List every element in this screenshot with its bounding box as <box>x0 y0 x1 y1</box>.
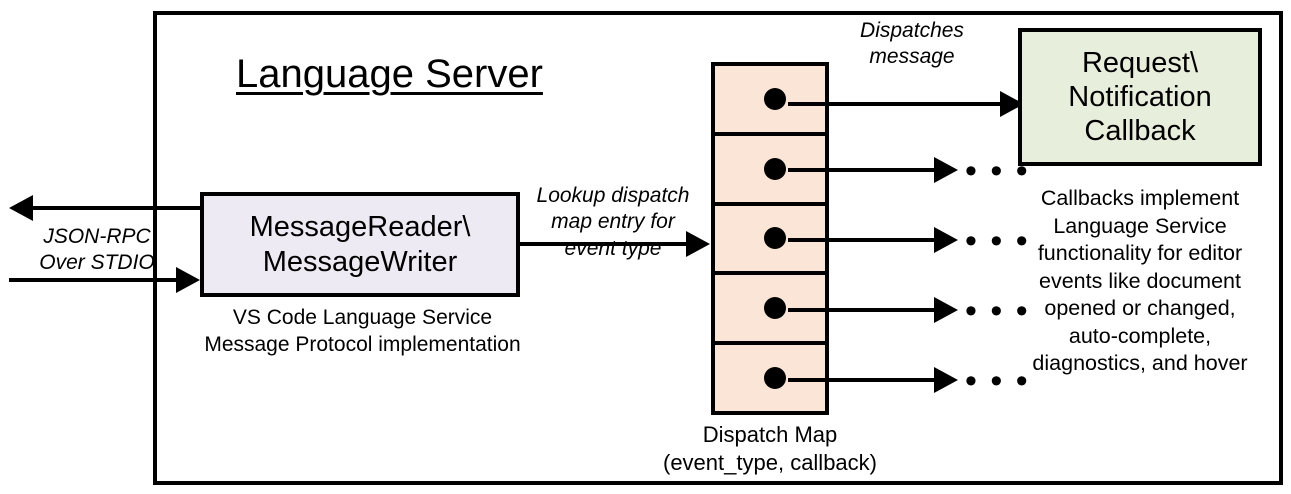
callback-caption-line-5: opened or changed, <box>1044 296 1236 321</box>
dispatch-row-3-ellipsis: • • • <box>965 222 1030 260</box>
message-reader-title-line-2: MessageWriter <box>262 245 458 278</box>
message-reader-title-line-1: MessageReader\ <box>249 211 471 244</box>
dispatch-map-caption-line-2: (event_type, callback) <box>663 450 877 476</box>
callback-caption-line-7: diagnostics, and hover <box>1032 351 1248 376</box>
message-reader-writer-box[interactable]: MessageReader\ MessageWriter <box>200 192 520 297</box>
callback-title-line-2: Notification <box>1068 80 1212 113</box>
dispatch-entry-dot-icon <box>764 157 786 180</box>
jsonrpc-channel-label: JSON-RPC Over STDIO <box>22 224 172 277</box>
lookup-edge-label: Lookup dispatch map entry for event type <box>518 183 708 262</box>
dispatch-row-3-edge-line <box>788 238 940 242</box>
callback-caption: Callbacks implement Language Service fun… <box>1005 185 1275 378</box>
dispatches-label-line-1: Dispatches <box>860 19 964 42</box>
callback-title-line-1: Request\ <box>1081 46 1199 79</box>
jsonrpc-label-line-2: Over STDIO <box>39 251 155 275</box>
page-title: Language Server <box>236 52 543 96</box>
dispatch-map-table[interactable] <box>711 62 829 415</box>
callback-caption-line-6: auto-complete, <box>1068 323 1212 348</box>
callback-caption-line-1: Callbacks implement <box>1040 186 1240 210</box>
message-reader-writer-title: MessageReader\ MessageWriter <box>250 210 471 278</box>
dispatch-row-5-ellipsis: • • • <box>965 362 1030 400</box>
outbound-rpc-line <box>33 206 218 210</box>
callback-caption-line-3: functionality for editor <box>1037 241 1243 266</box>
lookup-edge-line <box>520 242 687 246</box>
dispatch-entry-dot-icon <box>764 367 786 390</box>
inbound-rpc-arrowhead <box>176 267 200 293</box>
callback-title-line-3: Callback <box>1084 115 1196 148</box>
dispatch-row-1-edge-line <box>788 102 1007 106</box>
callback-box-title: Request\ Notification Callback <box>1068 46 1211 149</box>
lookup-label-line-1: Lookup dispatch <box>536 184 690 207</box>
dispatch-entry-dot-icon <box>764 227 786 250</box>
message-reader-caption: VS Code Language Service Message Protoco… <box>190 305 535 359</box>
dispatch-row-4-ellipsis: • • • <box>965 292 1030 330</box>
dispatch-row-5-arrowhead <box>934 367 958 393</box>
dispatch-entry-dot-icon <box>764 297 786 320</box>
dispatch-map-row-4[interactable] <box>715 275 825 346</box>
lookup-label-line-3: event type <box>564 236 662 260</box>
dispatch-row-2-edge-line <box>788 168 940 172</box>
message-reader-caption-line-1: VS Code Language Service <box>232 306 493 329</box>
dispatch-entry-dot-icon <box>764 87 786 110</box>
dispatch-row-3-arrowhead <box>934 227 958 253</box>
jsonrpc-label-line-1: JSON-RPC <box>43 225 151 248</box>
message-reader-caption-line-2: Message Protocol implementation <box>204 332 521 356</box>
callback-caption-line-2: Language Service <box>1053 213 1227 238</box>
lookup-label-line-2: map entry for <box>551 210 675 234</box>
outbound-rpc-arrowhead <box>9 195 33 221</box>
dispatches-label-line-2: message <box>869 45 955 69</box>
dispatch-row-2-arrowhead <box>934 157 958 183</box>
language-server-boundary <box>153 11 1283 485</box>
dispatch-map-caption: Dispatch Map (event_type, callback) <box>645 421 895 477</box>
dispatch-map-caption-line-1: Dispatch Map <box>702 422 838 447</box>
dispatch-map-row-5[interactable] <box>715 345 825 411</box>
callback-caption-line-4: events like document <box>1039 268 1241 293</box>
dispatch-map-row-1[interactable] <box>715 66 825 136</box>
request-notification-callback-box[interactable]: Request\ Notification Callback <box>1018 28 1262 166</box>
dispatch-row-5-edge-line <box>788 378 940 382</box>
dispatch-row-4-edge-line <box>788 308 940 312</box>
dispatch-row-4-arrowhead <box>934 297 958 323</box>
inbound-rpc-line <box>9 278 184 282</box>
dispatch-row-2-ellipsis: • • • <box>965 152 1030 190</box>
lookup-edge-arrowhead <box>686 231 710 257</box>
dispatch-map-row-3[interactable] <box>715 206 825 276</box>
dispatches-message-label: Dispatches message <box>832 18 992 71</box>
dispatch-map-row-2[interactable] <box>715 136 825 206</box>
